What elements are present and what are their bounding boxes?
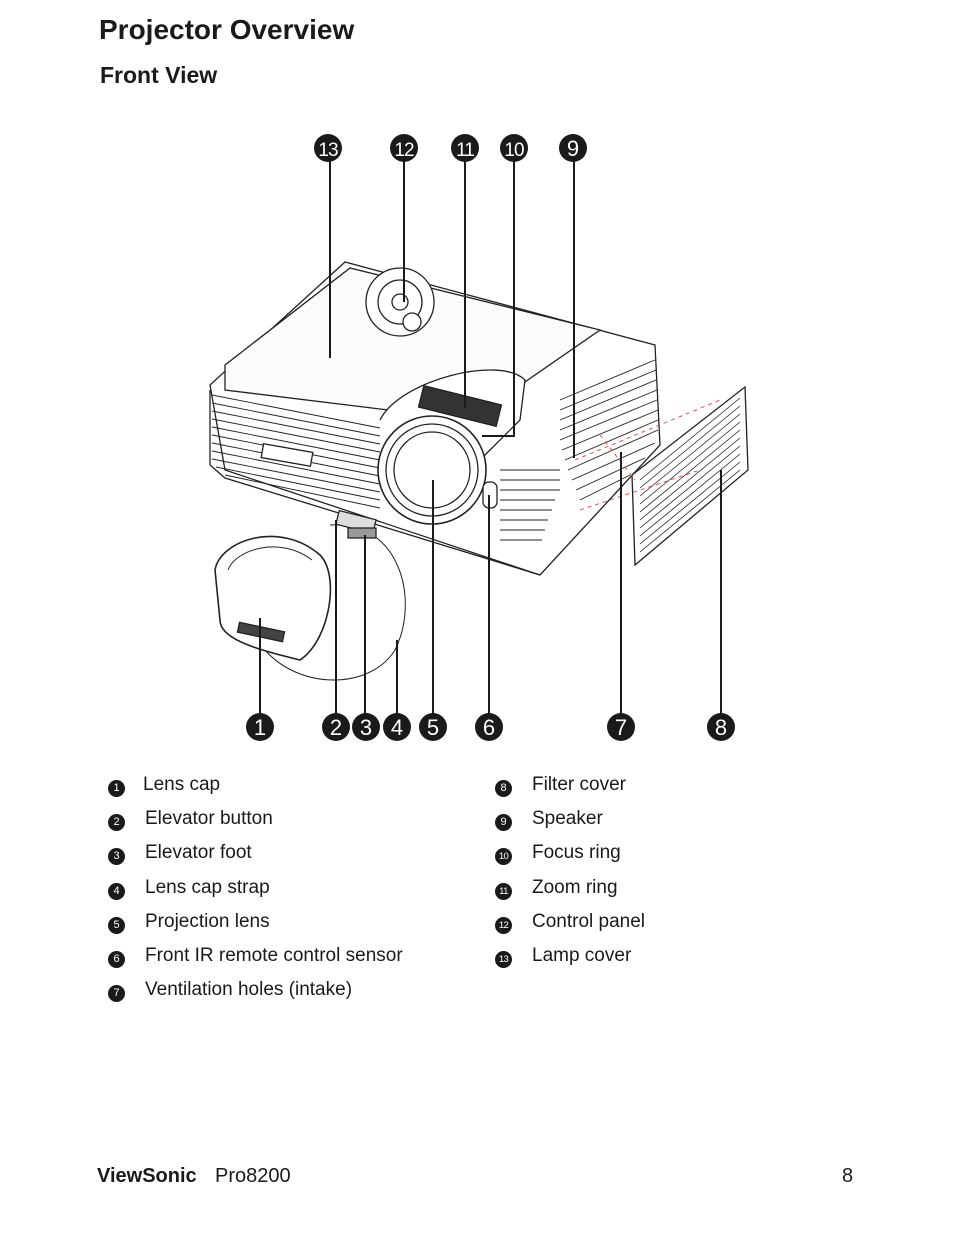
legend-label: Lens cap	[143, 774, 221, 795]
legend-item: 6 Front IR remote control sensor	[108, 943, 403, 977]
legend-left-column: 1 Lens cap 2 Elevator button 3 Elevator foo…	[108, 772, 403, 1011]
callout-3-number: 3	[360, 715, 372, 740]
legend-number-badge: 1	[108, 780, 125, 797]
legend-number-badge: 7	[108, 985, 125, 1003]
legend-label: Control panel	[532, 910, 646, 932]
callout-1: 1	[246, 713, 274, 741]
callout-9-number: 9	[567, 136, 579, 161]
callout-2: 2	[322, 713, 350, 741]
legend-label: Speaker	[532, 808, 603, 830]
legend-label: Lens cap strap	[145, 876, 270, 898]
legend-number-badge: 6	[108, 950, 125, 968]
callout-8-number: 8	[715, 715, 727, 740]
callout-7-number: 7	[615, 715, 627, 740]
legend-item: 9 Speaker	[495, 806, 645, 840]
callout-12: 12	[390, 134, 418, 162]
legend-label: Filter cover	[532, 774, 626, 795]
legend-label: Focus ring	[532, 842, 621, 864]
callout-8: 8	[707, 713, 735, 741]
legend-label: Projection lens	[145, 910, 270, 932]
legend-number-badge: 11	[495, 882, 512, 900]
callout-3: 3	[352, 713, 380, 741]
legend-number-badge: 5	[108, 916, 125, 934]
legend-item: 4 Lens cap strap	[108, 875, 403, 909]
callout-11-number: 11	[456, 140, 474, 161]
callout-11: 11	[451, 134, 479, 162]
callout-4: 4	[383, 713, 411, 741]
legend-label: Elevator foot	[145, 842, 252, 864]
callout-6: 6	[475, 713, 503, 741]
legend-label: Ventilation holes (intake)	[145, 979, 353, 1001]
legend-item: 8 Filter cover	[495, 772, 645, 806]
legend-label: Zoom ring	[532, 876, 618, 898]
callout-1-number: 1	[254, 715, 266, 740]
callout-5: 5	[419, 713, 447, 741]
legend-item: 3 Elevator foot	[108, 840, 403, 874]
callout-10: 10	[500, 134, 528, 162]
projector-illustration	[209, 261, 749, 681]
legend-number-badge: 8	[495, 780, 512, 797]
legend-number-badge: 13	[495, 950, 512, 968]
page-number: 8	[842, 1165, 854, 1187]
footer-brand: ViewSonic	[97, 1165, 197, 1187]
legend-number-badge: 2	[108, 814, 125, 832]
legend-number-badge: 3	[108, 848, 125, 866]
legend-number-badge: 10	[495, 848, 512, 866]
legend-number-badge: 9	[495, 814, 512, 832]
legend-right-column: 8 Filter cover 9 Speaker 10 Focus ring 11 Zo…	[495, 772, 645, 977]
callout-13: 13	[314, 134, 342, 162]
projector-front-view-diagram: 13 12 11 10 9 1 2 3 4 5 6 7	[209, 134, 749, 741]
legend-item: 10 Focus ring	[495, 840, 645, 874]
callout-7: 7	[607, 713, 635, 741]
callout-9: 9	[559, 134, 587, 162]
legend-item: 5 Projection lens	[108, 909, 403, 943]
legend-item: 12 Control panel	[495, 909, 645, 943]
legend-item: 7 Ventilation holes (intake)	[108, 977, 403, 1011]
legend-label: Elevator button	[145, 808, 273, 830]
callout-4-number: 4	[391, 715, 403, 740]
legend-label: Front IR remote control sensor	[145, 944, 403, 966]
callout-5-number: 5	[427, 715, 439, 740]
legend-number-badge: 12	[495, 916, 512, 934]
callout-10-number: 10	[504, 140, 524, 161]
legend-item: 2 Elevator button	[108, 806, 403, 840]
callout-leader-lines	[259, 160, 722, 714]
legend-item: 1 Lens cap	[108, 772, 403, 806]
callout-2-number: 2	[330, 715, 342, 740]
callout-6-number: 6	[483, 715, 495, 740]
page-title: Projector Overview	[99, 14, 355, 45]
legend-number-badge: 4	[108, 882, 125, 900]
footer-model: Pro8200	[215, 1165, 291, 1187]
section-title: Front View	[100, 62, 218, 88]
legend-item: 11 Zoom ring	[495, 875, 645, 909]
callout-13-number: 13	[318, 140, 338, 161]
legend-label: Lamp cover	[532, 944, 632, 966]
legend-item: 13 Lamp cover	[495, 943, 645, 977]
callout-12-number: 12	[394, 140, 414, 161]
